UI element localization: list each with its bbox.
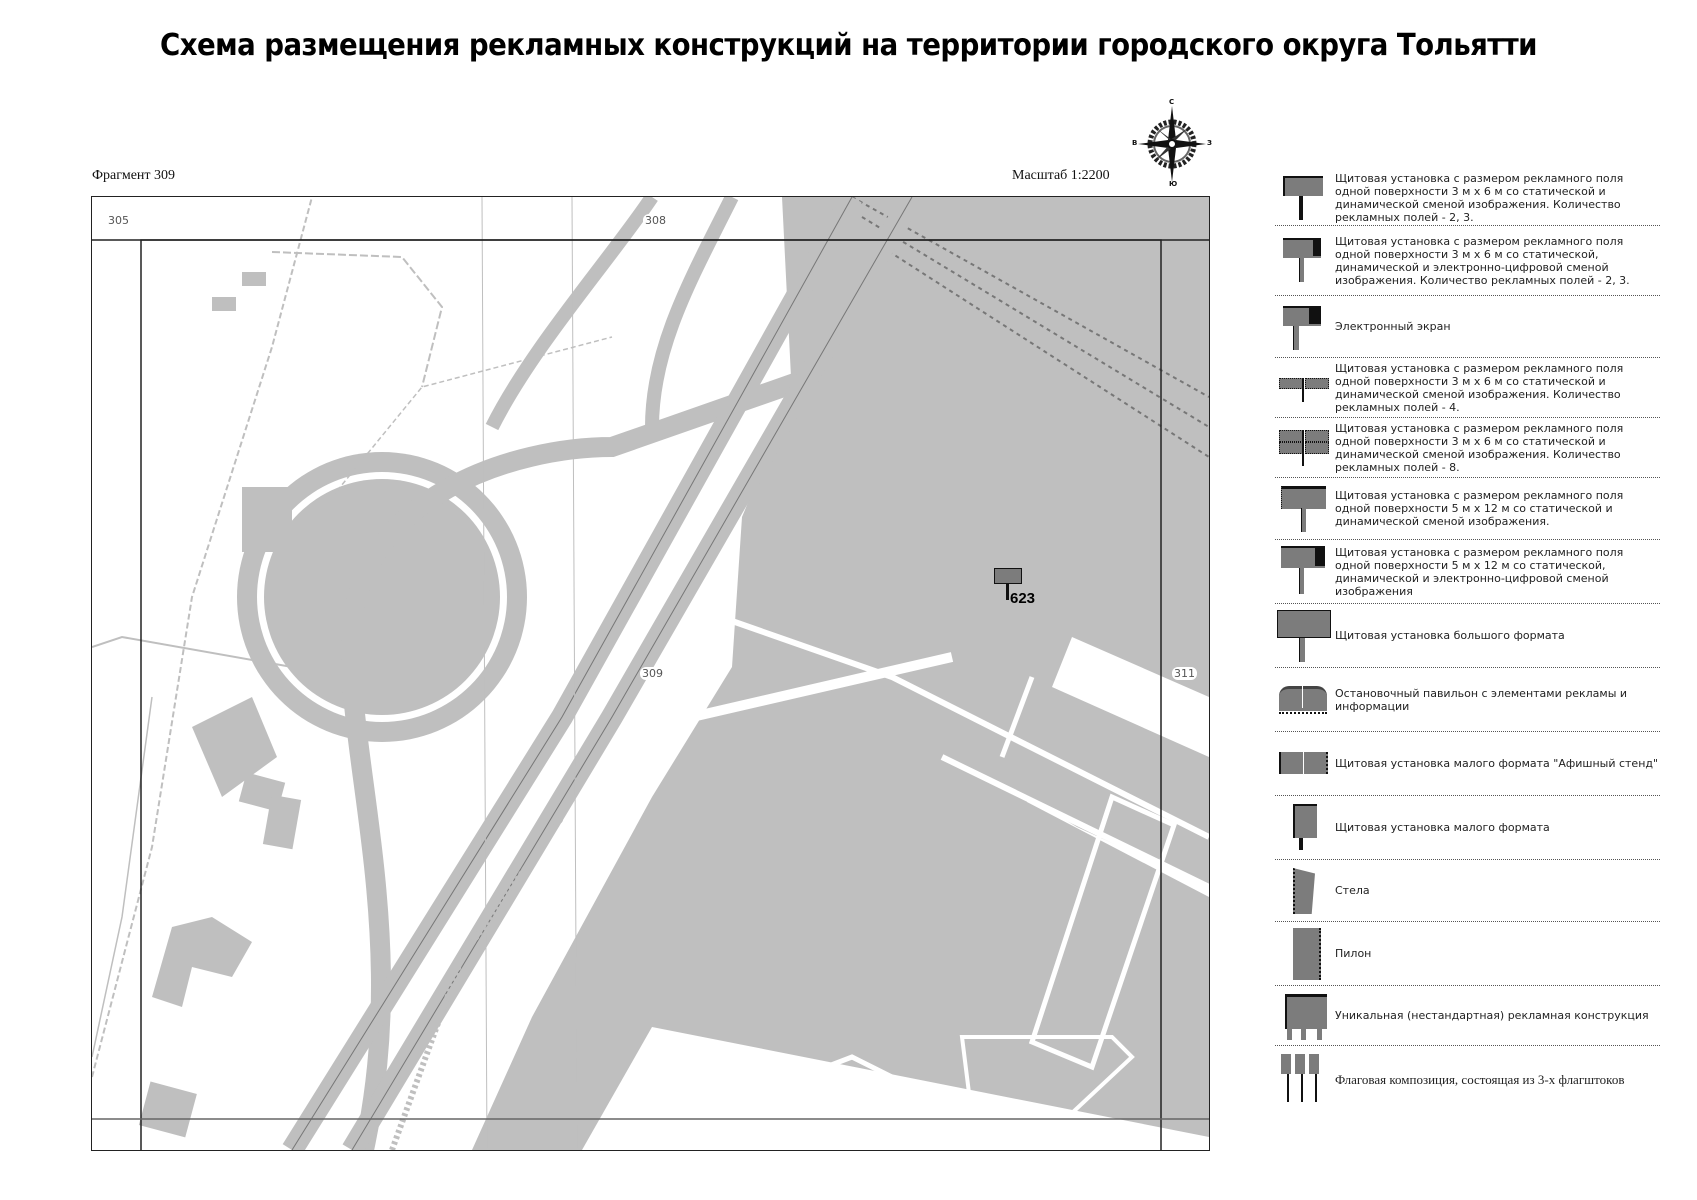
legend-item: Электронный экран [1275,296,1660,358]
unique-structure-icon [1275,986,1335,1045]
billboard-8-fields-icon [1275,418,1335,477]
legend: Щитовая установка с размером рекламного … [1275,170,1660,1112]
stele-icon [1275,860,1335,921]
poster-stand-icon [1275,732,1335,795]
compass-west-label: В [1132,139,1138,147]
bus-stop-pavilion-icon [1275,668,1335,731]
legend-item: Щитовая установка малого формата [1275,796,1660,860]
billboard-icon [994,568,1022,584]
map-fragment[interactable]: 305 308 309 311 623 [91,196,1210,1151]
legend-item: Щитовая установка с размером рекламного … [1275,358,1660,418]
compass-north-label: С [1169,98,1175,106]
tile-label-305[interactable]: 305 [106,214,131,227]
billboard-3x6-digital-icon [1275,226,1335,295]
billboard-5x12-digital-icon [1275,540,1335,603]
legend-item: Щитовая установка с размером рекламного … [1275,540,1660,604]
legend-item: Уникальная (нестандартная) рекламная кон… [1275,986,1660,1046]
scale-label: Масштаб 1:2200 [1012,168,1110,183]
map-canvas [92,197,1209,1150]
legend-item: Щитовая установка с размером рекламного … [1275,226,1660,296]
legend-item: Щитовая установка с размером рекламного … [1275,418,1660,478]
page-title: Схема размещения рекламных конструкций н… [160,28,1537,63]
compass-south-label: Ю [1169,180,1178,188]
marker-number: 623 [1010,590,1036,607]
tile-label-308[interactable]: 308 [643,214,668,227]
billboard-5x12-icon [1275,478,1335,539]
pylon-icon [1275,922,1335,985]
billboard-4-fields-icon [1275,358,1335,417]
small-format-billboard-icon [1275,796,1335,859]
flag-composition-icon [1275,1046,1335,1112]
electronic-screen-icon [1275,296,1335,357]
legend-item: Щитовая установка малого формата "Афишны… [1275,732,1660,796]
billboard-post [1006,584,1009,600]
legend-item: Щитовая установка с размером рекламного … [1275,478,1660,540]
fragment-label: Фрагмент 309 [92,168,176,183]
legend-item: Стела [1275,860,1660,922]
large-format-billboard-icon [1275,604,1335,667]
tile-label-311[interactable]: 311 [1172,667,1197,680]
compass-rose-icon: С Ю В З [1132,98,1212,188]
compass-east-label: З [1207,139,1212,147]
legend-item: Щитовая установка большого формата [1275,604,1660,668]
billboard-3x6-icon [1275,170,1335,225]
tile-label-309[interactable]: 309 [640,667,665,680]
legend-item: Флаговая композиция, состоящая из 3-х фл… [1275,1046,1660,1112]
legend-item: Остановочный павильон с элементами рекла… [1275,668,1660,732]
legend-item: Щитовая установка с размером рекламного … [1275,170,1660,226]
legend-item: Пилон [1275,922,1660,986]
